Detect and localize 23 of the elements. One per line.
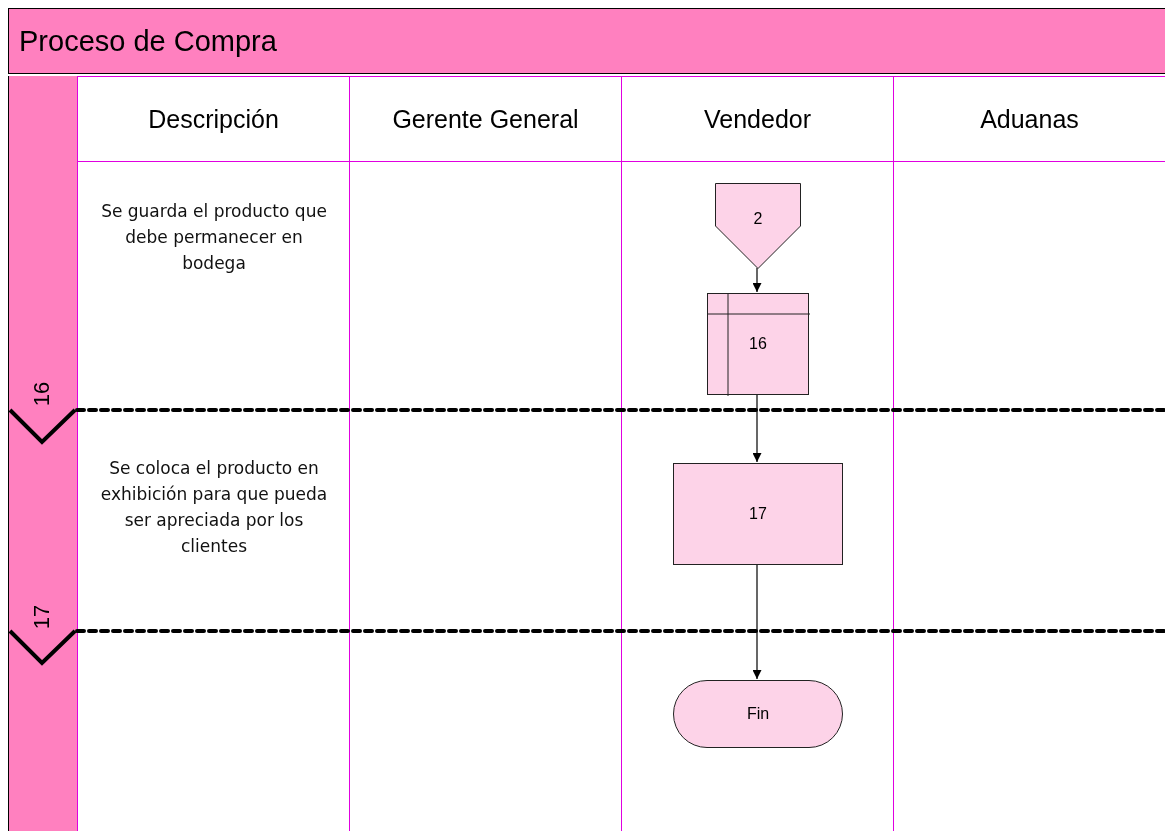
shape-label: 16 [749,335,767,353]
shape-label: 17 [749,505,767,523]
swimlane [77,76,349,831]
arrow [752,563,762,680]
swimlane [621,76,893,831]
lane-header: Gerente General [350,77,621,162]
process-box [673,463,843,565]
swimlane [893,76,1165,831]
arrow [752,393,762,463]
storage-box [707,293,809,395]
step-description: Se coloca el producto en exhibición para que pueda ser apreciada por los clientes [100,457,328,558]
shape-label: 2 [753,210,763,228]
swimlane [349,76,621,831]
lane-header: Vendedor [622,77,893,162]
arrow [752,267,762,293]
phase-number: 16 [29,380,55,408]
lane-header: Descripción [78,77,349,162]
diagram-title: Proceso de Compra [8,8,1165,74]
off-page-connector [715,183,801,269]
lane-header: Aduanas [894,77,1165,162]
shape-label: Fin [746,705,770,723]
step-description: Se guarda el producto que debe permanecer en bodega [100,200,328,275]
phase-number: 17 [29,603,55,631]
